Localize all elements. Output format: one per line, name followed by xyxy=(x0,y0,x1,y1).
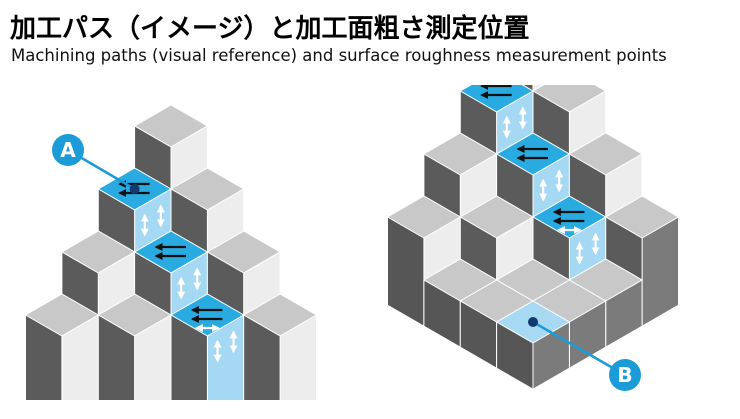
left-machining-path-illustration xyxy=(25,104,317,400)
right-machining-path-illustration xyxy=(387,85,679,390)
page-title-japanese: 加工パス（イメージ）と加工面粗さ測定位置 xyxy=(10,14,530,44)
shadow-face xyxy=(243,314,281,400)
leader-line xyxy=(532,320,626,377)
measurement-point-b-badge: B xyxy=(609,359,641,391)
shadow-face xyxy=(496,321,534,390)
shadow-face xyxy=(25,314,63,400)
page-subtitle-english: Machining paths (visual reference) and s… xyxy=(11,46,667,65)
measurement-point-a-badge: A xyxy=(52,134,84,166)
riser-face xyxy=(279,314,317,400)
measurement-point-dot xyxy=(528,317,538,327)
shadow-face xyxy=(97,314,136,400)
measurement-point-dot xyxy=(129,184,140,194)
